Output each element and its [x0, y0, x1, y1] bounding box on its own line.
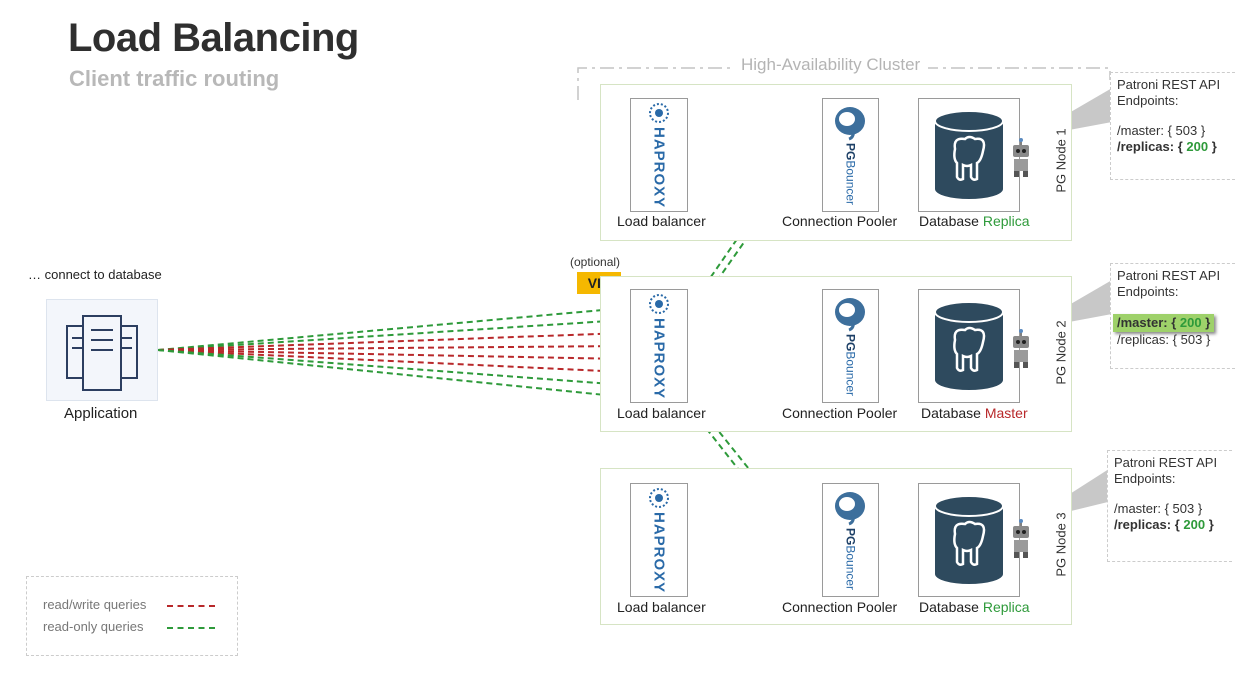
app-to-lb-arrows	[157, 301, 627, 404]
node-label: PG Node 3	[1053, 512, 1069, 577]
haproxy-box-2: HAPROXY	[630, 289, 688, 403]
vip-optional-label: (optional)	[570, 255, 621, 269]
page-title: Load Balancing	[68, 16, 359, 60]
patroni-api-callout-1: Patroni REST API Endpoints: /master: { 5…	[1110, 72, 1235, 180]
pgbouncer-box-2: PGBouncer	[822, 289, 879, 403]
pgbouncer-elephant-icon	[835, 298, 865, 332]
pooler-caption: Connection Pooler	[782, 599, 898, 615]
pgbouncer-box-1: PGBouncer	[822, 98, 879, 212]
server-icon	[66, 315, 138, 391]
replicas-endpoint: /replicas: { 200 }	[1114, 517, 1214, 532]
pgbouncer-box-3: PGBouncer	[822, 483, 879, 597]
connect-label: … connect to database	[28, 267, 162, 282]
master-endpoint: /master: { 503 }	[1114, 501, 1203, 516]
legend: read/write queries read-only queries	[26, 576, 238, 656]
pgbouncer-elephant-icon	[835, 492, 865, 526]
replicas-endpoint: /replicas: { 200 }	[1117, 139, 1217, 154]
node-label: PG Node 2	[1053, 320, 1069, 385]
db-caption: Database Replica	[919, 599, 1030, 615]
haproxy-logo-icon	[649, 294, 669, 314]
postgres-db-icon	[934, 110, 1004, 199]
postgres-db-icon	[934, 495, 1004, 584]
legend-ro-label: read-only queries	[43, 619, 144, 634]
pgbouncer-text: PGBouncer	[843, 143, 858, 206]
application-node	[46, 299, 158, 401]
patroni-robot-icon	[1013, 519, 1029, 558]
legend-ro-line	[167, 627, 215, 629]
pgbouncer-text: PGBouncer	[843, 334, 858, 397]
patroni-api-callout-2: Patroni REST API Endpoints: /master: { 2…	[1110, 263, 1235, 369]
patroni-robot-icon	[1013, 329, 1029, 368]
database-box-2	[918, 289, 1020, 403]
lb-caption: Load balancer	[617, 405, 706, 421]
master-endpoint: /master: { 503 }	[1117, 123, 1206, 138]
master-endpoint: /master: { 200 }	[1113, 314, 1229, 332]
db-role: Master	[984, 405, 1028, 421]
legend-rw-label: read/write queries	[43, 597, 147, 612]
callout-title: Patroni REST API Endpoints:	[1117, 77, 1221, 108]
page-subtitle: Client traffic routing	[69, 66, 280, 91]
db-role: Replica	[982, 599, 1030, 615]
haproxy-text: HAPROXY	[650, 512, 668, 594]
patroni-robot-icon	[1013, 138, 1029, 177]
haproxy-logo-icon	[649, 103, 669, 123]
haproxy-text: HAPROXY	[650, 318, 668, 400]
lb-caption: Load balancer	[617, 213, 706, 229]
haproxy-text: HAPROXY	[650, 127, 668, 209]
lb-caption: Load balancer	[617, 599, 706, 615]
db-role: Replica	[982, 213, 1030, 229]
replicas-endpoint: /replicas: { 503 }	[1117, 332, 1211, 347]
ha-cluster-label: High-Availability Cluster	[733, 55, 929, 75]
db-caption: Database Replica	[919, 213, 1030, 229]
haproxy-box-3: HAPROXY	[630, 483, 688, 597]
haproxy-box-1: HAPROXY	[630, 98, 688, 212]
pgbouncer-elephant-icon	[835, 107, 865, 141]
database-box-3	[918, 483, 1020, 597]
db-caption: Database Master	[921, 405, 1028, 421]
callout-title: Patroni REST API Endpoints:	[1114, 455, 1218, 486]
pooler-caption: Connection Pooler	[782, 213, 898, 229]
legend-rw-line	[167, 605, 215, 607]
haproxy-logo-icon	[649, 488, 669, 508]
application-label: Application	[64, 405, 138, 422]
pgbouncer-text: PGBouncer	[843, 528, 858, 591]
node-label: PG Node 1	[1053, 128, 1069, 193]
callout-title: Patroni REST API Endpoints:	[1117, 268, 1221, 299]
pooler-caption: Connection Pooler	[782, 405, 898, 421]
database-box-1	[918, 98, 1020, 212]
patroni-api-callout-3: Patroni REST API Endpoints: /master: { 5…	[1107, 450, 1232, 562]
postgres-db-icon	[934, 301, 1004, 390]
